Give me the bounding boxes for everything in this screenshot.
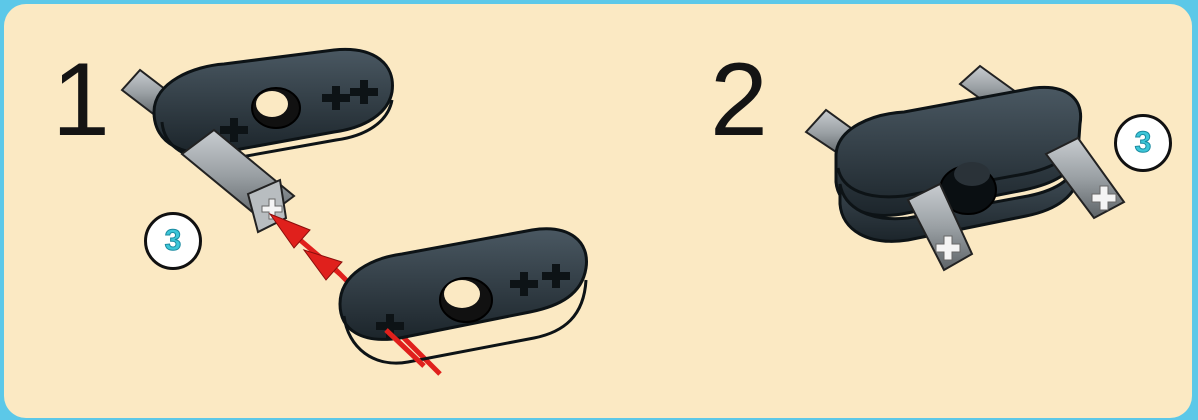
quantity-badge-step-2: 3 (1114, 114, 1172, 172)
quantity-badge-step-1: 3 (144, 212, 202, 270)
liftarm-3-icon (154, 49, 392, 160)
step-1-assembly (122, 49, 587, 374)
step-2-assembly (806, 66, 1124, 270)
instruction-artwork (4, 4, 1192, 418)
step-2-number: 2 (710, 48, 768, 152)
step-1-number: 1 (52, 48, 110, 152)
instruction-panel: 1 2 3 3 (4, 4, 1192, 418)
liftarm-3-icon (340, 229, 587, 366)
